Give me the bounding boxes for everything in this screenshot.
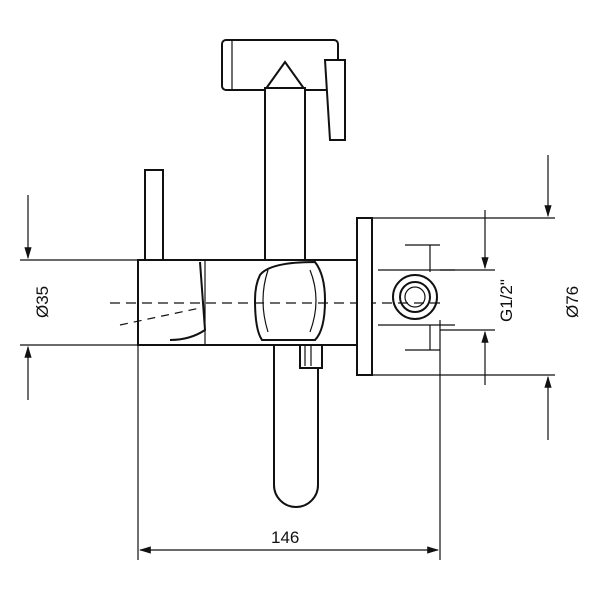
dim-body-diameter: Ø35 [20, 195, 138, 400]
dim-label-thread: G1/2" [497, 279, 516, 322]
shower-handle [264, 87, 306, 264]
hose [273, 337, 323, 508]
lever [144, 169, 164, 263]
dim-label-flange-diameter: Ø76 [563, 286, 582, 318]
dim-flange-diameter: Ø76 [544, 155, 582, 440]
dim-label-length: 146 [271, 528, 299, 547]
dim-length: 146 [137, 320, 441, 560]
dim-thread: G1/2" [440, 210, 516, 385]
wall-flange [356, 217, 555, 376]
dim-label-body-diameter: Ø35 [33, 286, 52, 318]
shower-head [221, 39, 346, 141]
mixer-body [110, 259, 440, 346]
